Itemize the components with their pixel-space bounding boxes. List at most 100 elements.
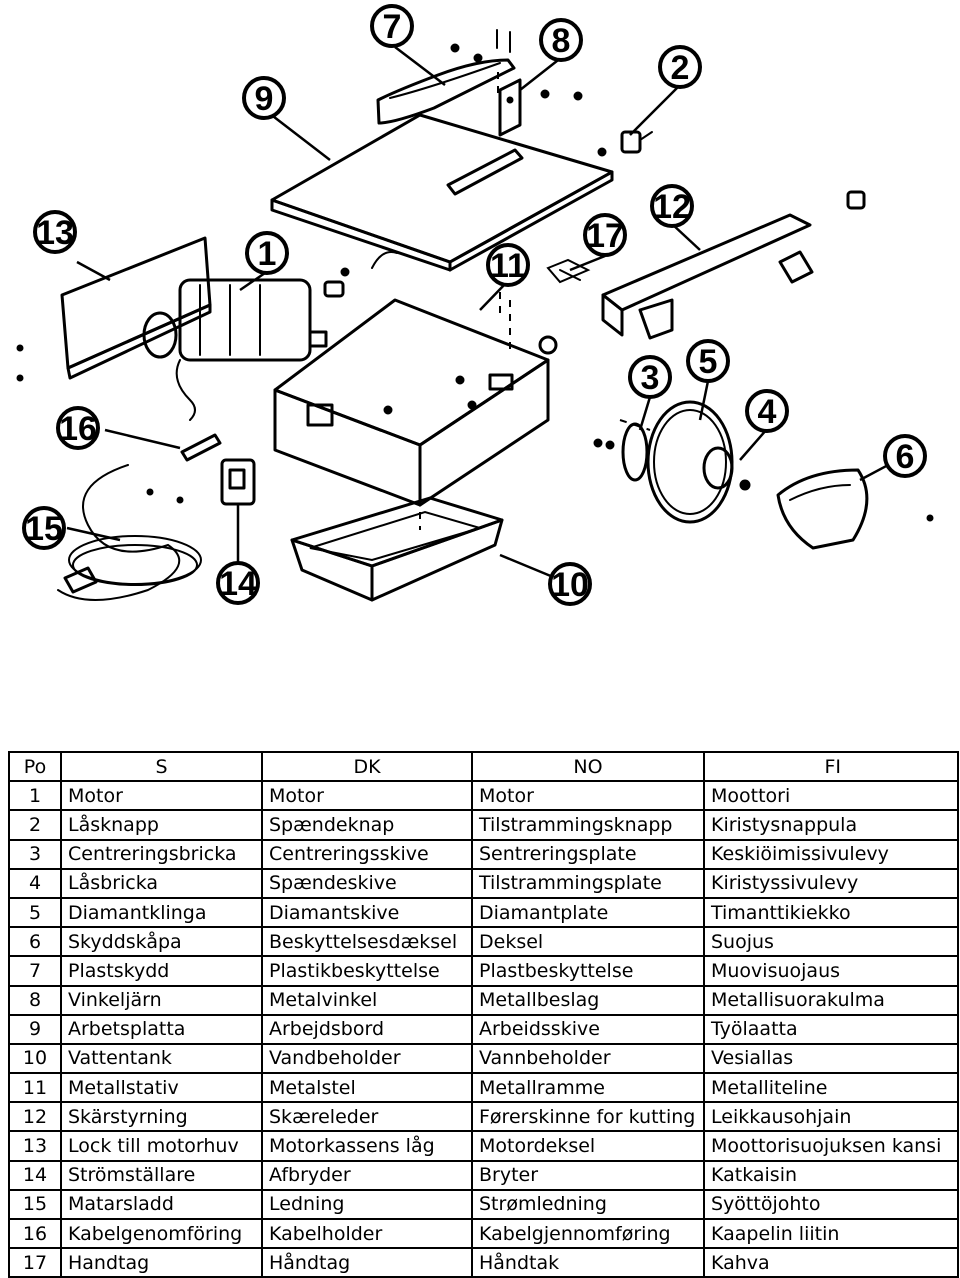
cell-fi: Moottorisuojuksen kansi [703,1130,959,1162]
cell-s: Arbetsplatta [60,1013,263,1045]
cell-no: Tilstrammingsplate [471,867,705,899]
cell-fi: Syöttöjohto [703,1188,959,1221]
cell-fi: Kahva [703,1247,959,1278]
header-dk: DK [261,750,473,783]
cell-s: Vattentank [60,1042,263,1075]
cell-no: Metallramme [471,1072,705,1104]
cell-fi: Suojus [703,926,959,958]
cell-dk: Plastikbeskyttelse [261,955,473,987]
cell-po: 17 [8,1247,62,1278]
cell-s: Låsbricka [60,867,263,899]
lock-knob-part [620,130,866,210]
cell-fi: Moottori [703,780,959,812]
callout-16: 16 [56,406,100,450]
callout-3: 3 [628,355,672,399]
svg-text:15: 15 [25,510,63,548]
callout-2: 2 [658,45,702,89]
svg-text:16: 16 [59,410,97,448]
cell-no: Tilstrammingsknapp [471,809,705,841]
plastic-guard-part [376,58,516,125]
cell-dk: Metalvinkel [261,984,473,1016]
cell-s: Strömställare [60,1159,263,1191]
cable-holder-part [180,433,222,462]
blade-guard-part [776,468,934,550]
cell-dk: Motor [261,780,473,812]
callout-5: 5 [686,339,730,383]
cell-s: Matarsladd [60,1188,263,1221]
svg-text:10: 10 [551,566,589,604]
header-no: NO [471,750,705,783]
blade-assembly-part [593,400,751,524]
cell-fi: Metallisuorakulma [703,984,959,1016]
cell-fi: Timanttikiekko [703,896,959,929]
cell-po: 13 [8,1130,62,1162]
svg-text:4: 4 [758,393,777,431]
switch-part [220,458,256,506]
callout-7: 7 [370,4,414,48]
cell-no: Motor [471,780,705,812]
cell-po: 11 [8,1072,62,1104]
callout-17: 17 [583,213,627,257]
cell-s: Låsknapp [60,809,263,841]
cell-no: Sentreringsplate [471,838,705,870]
callout-6: 6 [883,434,927,478]
angle-iron-part [498,78,522,137]
cell-no: Førerskinne for kutting [471,1101,705,1133]
cell-dk: Beskyttelsesdæksel [261,926,473,958]
cell-no: Diamantplate [471,896,705,929]
cell-no: Håndtak [471,1247,705,1278]
svg-text:12: 12 [653,188,691,226]
svg-text:8: 8 [552,22,571,60]
cell-no: Plastbeskyttelse [471,955,705,987]
cell-dk: Skæreleder [261,1101,473,1133]
cell-s: Vinkeljärn [60,984,263,1016]
cell-po: 8 [8,984,62,1016]
callout-8: 8 [539,18,583,62]
motor-part [142,278,345,421]
cell-po: 12 [8,1101,62,1133]
cutting-guide-part [601,213,814,340]
cell-s: Motor [60,780,263,812]
screws-top [340,29,607,277]
cell-dk: Centreringsskive [261,838,473,870]
cell-fi: Katkaisin [703,1159,959,1191]
power-cord-part [57,464,202,601]
cell-s: Kabelgenomföring [60,1217,263,1250]
callout-1: 1 [245,231,289,275]
callout-13: 13 [33,210,77,254]
cell-fi: Muovisuojaus [703,955,959,987]
cell-s: Diamantklinga [60,896,263,929]
cell-s: Metallstativ [60,1072,263,1104]
cell-s: Plastskydd [60,955,263,987]
cell-s: Skyddskåpa [60,926,263,958]
cell-dk: Ledning [261,1188,473,1221]
svg-text:13: 13 [36,214,74,252]
svg-text:11: 11 [490,247,526,285]
cell-fi: Vesiallas [703,1042,959,1075]
cell-no: Strømledning [471,1188,705,1221]
header-s: S [60,750,263,783]
svg-text:7: 7 [383,8,402,46]
cell-s: Handtag [60,1247,263,1278]
cell-dk: Afbryder [261,1159,473,1191]
cell-po: 2 [8,809,62,841]
cell-s: Centreringsbricka [60,838,263,870]
cell-dk: Håndtag [261,1247,473,1278]
cell-po: 14 [8,1159,62,1191]
table-header-row: Po S DK NO FI [8,750,959,783]
svg-text:14: 14 [219,565,257,603]
cell-fi: Metalliteline [703,1072,959,1104]
svg-text:17: 17 [586,217,624,255]
cell-dk: Vandbeholder [261,1042,473,1075]
work-table-part [270,113,614,272]
